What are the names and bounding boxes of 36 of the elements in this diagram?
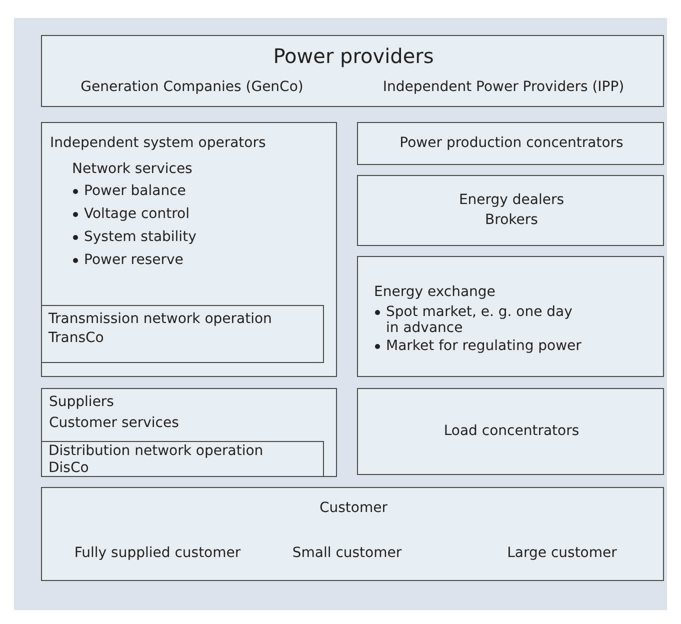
category-box xyxy=(41,487,664,581)
category-box xyxy=(357,256,664,377)
box-text: TransCo xyxy=(48,330,105,346)
box-text: Large customer xyxy=(506,545,618,561)
bullet-item: Voltage control xyxy=(84,206,190,222)
box-heading: Power providers xyxy=(272,44,435,68)
bullet-item: Market for regulating power xyxy=(386,338,582,354)
category-box xyxy=(41,388,337,477)
box-heading: Independent system operators xyxy=(50,135,267,151)
box-heading: Energy dealers xyxy=(458,192,566,208)
box-text: Customer services xyxy=(49,415,180,431)
box-text: Brokers xyxy=(484,212,539,228)
category-box xyxy=(357,175,664,246)
box-text: Network services xyxy=(72,161,194,177)
box-heading: Transmission network operation xyxy=(48,310,273,326)
box-heading: Distribution network operation xyxy=(48,442,264,458)
box-text: Independent Power Providers (IPP) xyxy=(382,79,626,95)
box-text: Generation Companies (GenCo) xyxy=(80,79,304,95)
box-text: Fully supplied customer xyxy=(73,545,242,561)
box-heading: Customer xyxy=(318,500,388,516)
category-box xyxy=(40,440,324,476)
category-box xyxy=(357,388,664,475)
box-heading: Suppliers xyxy=(49,394,115,410)
box-text: DisCo xyxy=(48,460,90,476)
box-heading: Energy exchange xyxy=(374,284,496,300)
bullet-item: Spot market, e. g. one day in advance xyxy=(386,304,574,336)
box-text: Small customer xyxy=(291,545,403,561)
category-box xyxy=(41,35,664,107)
bullet-item: Power balance xyxy=(84,183,187,199)
category-box xyxy=(357,122,664,165)
category-box xyxy=(41,122,337,377)
box-heading: Load concentrators xyxy=(442,423,580,439)
bullet-item: Power reserve xyxy=(84,252,184,268)
bullet-item: System stability xyxy=(84,229,198,245)
category-box xyxy=(40,304,324,362)
box-heading: Power production concentrators xyxy=(398,135,624,151)
